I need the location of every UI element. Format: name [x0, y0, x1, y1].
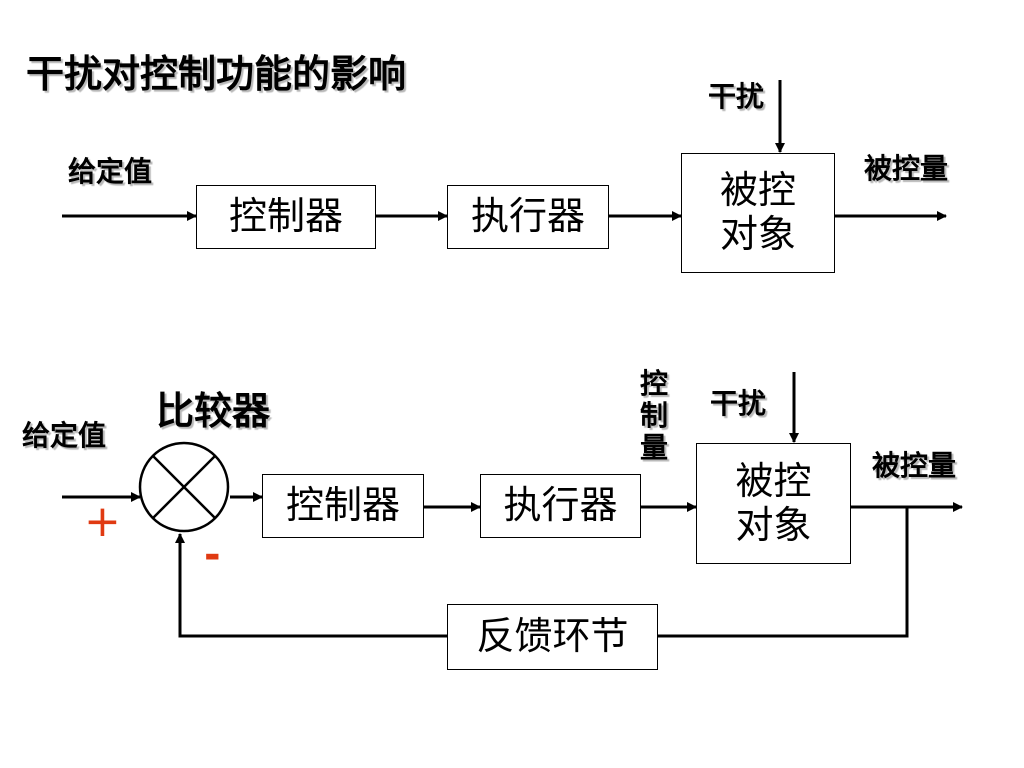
page-title: 干扰对控制功能的影响 — [26, 52, 407, 96]
bottom-actuator-block: 执行器 — [480, 474, 641, 538]
top-actuator-block: 执行器 — [447, 185, 609, 249]
plus-sign: + — [84, 496, 121, 547]
feedback-label: 反馈环节 — [476, 614, 629, 659]
bottom-actuator-label: 执行器 — [503, 483, 618, 528]
comparator-label: 比较器 — [156, 389, 271, 433]
feedback-block: 反馈环节 — [447, 604, 658, 670]
top-disturbance-label: 干扰 — [708, 80, 765, 113]
top-controlled-variable-label: 被控量 — [864, 152, 949, 185]
top-actuator-label: 执行器 — [470, 194, 585, 239]
bottom-plant-block: 被控 对象 — [696, 443, 851, 564]
control-variable-label: 控 制 量 — [640, 367, 669, 464]
bottom-disturbance-label: 干扰 — [710, 387, 767, 420]
feedback-takeoff-line — [658, 507, 909, 638]
feedback-return-arrow — [175, 533, 447, 638]
top-controller-block: 控制器 — [196, 185, 376, 249]
top-plant-block: 被控 对象 — [681, 153, 835, 273]
bottom-controller-label: 控制器 — [285, 483, 400, 528]
minus-sign: - — [204, 532, 221, 578]
bottom-controller-block: 控制器 — [262, 474, 424, 538]
bottom-plant-label: 被控 对象 — [735, 458, 812, 547]
top-setpoint-label: 给定值 — [68, 155, 153, 188]
bottom-setpoint-label: 给定值 — [22, 419, 107, 452]
top-plant-label: 被控 对象 — [719, 168, 796, 256]
comparator-symbol — [138, 441, 230, 533]
bottom-controlled-variable-label: 被控量 — [872, 449, 957, 482]
top-controller-label: 控制器 — [228, 194, 343, 239]
